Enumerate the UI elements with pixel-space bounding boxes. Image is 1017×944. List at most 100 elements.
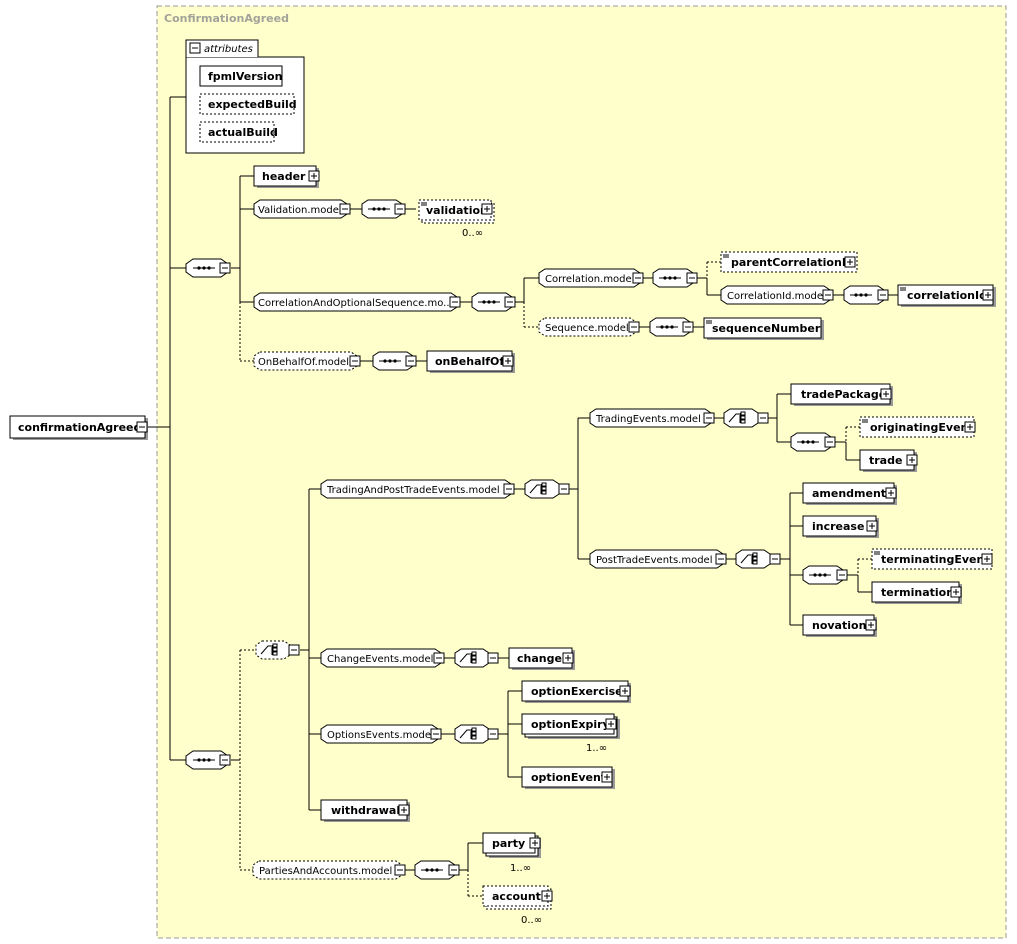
element-optionExpiry[interactable]: optionExpiry 1..∞ xyxy=(521,713,620,754)
svg-text:Validation.model: Validation.model xyxy=(258,205,342,216)
element-parentCorrelationId[interactable]: parentCorrelationId xyxy=(720,251,858,273)
sequence-compositor[interactable] xyxy=(185,750,231,770)
attributes-heading: attributes xyxy=(204,44,253,55)
expand-icon[interactable] xyxy=(950,586,962,598)
sequence-compositor[interactable] xyxy=(414,860,460,880)
svg-text:originatingEvent: originatingEvent xyxy=(870,421,974,434)
element-correlationId[interactable]: correlationId xyxy=(897,284,996,307)
sequence-compositor[interactable] xyxy=(361,199,406,219)
sequence-compositor[interactable] xyxy=(649,317,694,337)
element-trade[interactable]: trade xyxy=(859,449,918,472)
sequence-compositor[interactable] xyxy=(471,292,516,312)
sequence-compositor[interactable] xyxy=(843,285,889,305)
element-change[interactable]: change xyxy=(508,647,575,670)
collapse-icon[interactable] xyxy=(136,421,148,433)
element-validation[interactable]: validation 0..∞ xyxy=(418,199,495,239)
attribute-expectedBuild[interactable]: expectedBuild xyxy=(199,93,297,115)
expand-icon[interactable] xyxy=(866,520,878,532)
group-onbehalfof-model[interactable]: OnBehalfOf.model xyxy=(253,351,361,371)
svg-text:increase: increase xyxy=(812,520,864,533)
group-correlationid-model[interactable]: CorrelationId.model xyxy=(720,285,834,305)
expand-icon[interactable] xyxy=(308,170,320,182)
sequence-compositor[interactable] xyxy=(652,268,698,288)
svg-text:Correlation.model: Correlation.model xyxy=(545,274,634,285)
expand-icon[interactable] xyxy=(502,355,514,367)
choice-compositor[interactable] xyxy=(255,640,300,660)
element-novation[interactable]: novation xyxy=(802,614,877,637)
svg-text:onBehalfOf: onBehalfOf xyxy=(435,355,504,368)
cardinality-account: 0..∞ xyxy=(521,915,542,926)
expand-icon[interactable] xyxy=(398,804,410,816)
element-termination[interactable]: termination xyxy=(871,581,962,604)
attributes-collapse-icon[interactable] xyxy=(189,42,201,54)
element-party[interactable]: party 1..∞ xyxy=(482,832,541,874)
element-header[interactable]: header xyxy=(253,165,320,188)
choice-compositor[interactable] xyxy=(524,479,570,499)
expand-icon[interactable] xyxy=(880,388,892,400)
svg-text:header: header xyxy=(262,170,306,183)
svg-text:validation: validation xyxy=(426,204,488,217)
expand-icon[interactable] xyxy=(844,256,856,268)
group-correlation-and-optional-sequence-model[interactable]: CorrelationAndOptionalSequence.mo... xyxy=(253,292,461,312)
sequence-compositor[interactable] xyxy=(790,432,836,452)
connector-lines xyxy=(148,96,898,897)
sequence-compositor[interactable] xyxy=(185,258,231,278)
element-originatingEvent[interactable]: originatingEvent xyxy=(859,416,976,438)
group-sequence-model[interactable]: Sequence.model xyxy=(538,317,640,337)
svg-text:novation: novation xyxy=(812,619,866,632)
element-amendment[interactable]: amendment xyxy=(802,482,897,505)
expand-icon[interactable] xyxy=(885,487,897,499)
element-account[interactable]: account 0..∞ xyxy=(482,885,553,926)
element-optionExercise[interactable]: optionExercise xyxy=(521,680,631,703)
svg-text:sequenceNumber: sequenceNumber xyxy=(712,322,821,335)
cardinality-optionExpiry: 1..∞ xyxy=(586,743,607,754)
group-trading-events-model[interactable]: TradingEvents.model xyxy=(589,408,715,428)
svg-text:amendment: amendment xyxy=(812,487,886,500)
expand-icon[interactable] xyxy=(529,837,541,849)
element-tradePackage[interactable]: tradePackage xyxy=(790,383,893,406)
element-sequenceNumber[interactable]: sequenceNumber xyxy=(703,317,824,340)
element-optionEvent[interactable]: optionEvent xyxy=(521,766,615,789)
expand-icon[interactable] xyxy=(981,553,993,565)
expand-icon[interactable] xyxy=(906,454,918,466)
svg-text:PostTradeEvents.model: PostTradeEvents.model xyxy=(596,555,712,566)
expand-icon[interactable] xyxy=(982,289,994,301)
group-trading-and-post-trade-events-model[interactable]: TradingAndPostTradeEvents.model xyxy=(320,479,515,499)
group-change-events-model[interactable]: ChangeEvents.model xyxy=(320,648,445,668)
group-correlation-model[interactable]: Correlation.model xyxy=(538,268,644,288)
group-parties-and-accounts-model[interactable]: PartiesAndAccounts.model xyxy=(252,860,406,880)
expand-icon[interactable] xyxy=(541,890,553,902)
attribute-fpmlVersion[interactable]: fpmlVersion xyxy=(199,65,283,87)
element-withdrawal[interactable]: withdrawal xyxy=(320,799,410,822)
element-onBehalfOf[interactable]: onBehalfOf xyxy=(426,350,515,373)
expand-icon[interactable] xyxy=(964,421,976,433)
svg-text:tradePackage: tradePackage xyxy=(801,388,886,401)
svg-text:actualBuild: actualBuild xyxy=(208,126,278,139)
svg-text:optionExercise: optionExercise xyxy=(531,685,623,698)
element-terminatingEvent[interactable]: terminatingEvent xyxy=(871,548,993,570)
expand-icon[interactable] xyxy=(481,203,493,215)
svg-text:optionEvent: optionEvent xyxy=(531,771,606,784)
root-label: confirmationAgreed xyxy=(18,421,141,434)
sequence-compositor[interactable] xyxy=(372,351,417,371)
element-root[interactable]: confirmationAgreed xyxy=(9,415,148,440)
expand-icon[interactable] xyxy=(605,718,617,730)
choice-compositor[interactable] xyxy=(454,648,499,668)
svg-text:expectedBuild: expectedBuild xyxy=(208,98,297,111)
group-options-events-model[interactable]: OptionsEvents.model xyxy=(320,724,442,744)
element-increase[interactable]: increase xyxy=(802,515,879,538)
sequence-compositor[interactable] xyxy=(802,565,848,585)
expand-icon[interactable] xyxy=(601,771,613,783)
choice-compositor[interactable] xyxy=(454,724,499,744)
choice-compositor[interactable] xyxy=(735,549,781,569)
choice-compositor[interactable] xyxy=(723,408,769,428)
svg-text:account: account xyxy=(492,890,541,903)
attribute-actualBuild[interactable]: actualBuild xyxy=(199,121,278,143)
svg-text:CorrelationAndOptionalSequence: CorrelationAndOptionalSequence.mo... xyxy=(258,298,453,309)
group-validation-model[interactable]: Validation.model xyxy=(253,199,351,219)
expand-icon[interactable] xyxy=(562,652,574,664)
expand-icon[interactable] xyxy=(865,619,877,631)
group-post-trade-events-model[interactable]: PostTradeEvents.model xyxy=(589,549,727,569)
expand-icon[interactable] xyxy=(619,685,631,697)
svg-text:optionExpiry: optionExpiry xyxy=(531,718,610,731)
